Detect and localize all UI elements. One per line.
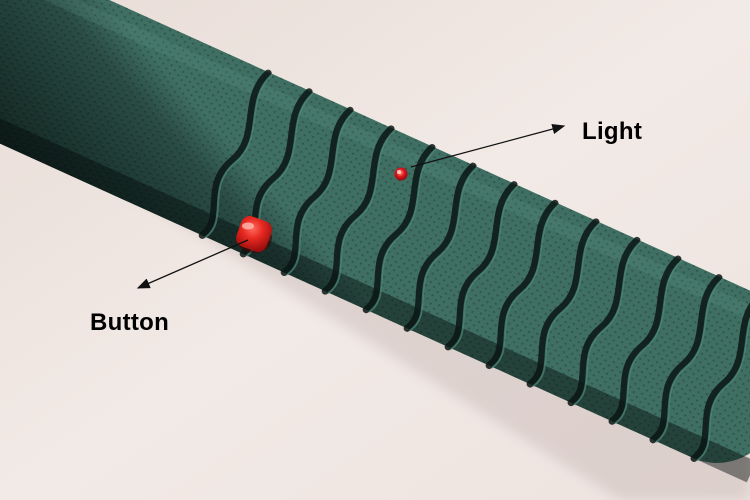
- light-arrow: [410, 124, 566, 168]
- light-label: Light: [582, 118, 643, 145]
- red-indicator-light: [394, 167, 408, 181]
- red-button: [236, 216, 272, 253]
- button-label: Button: [90, 309, 170, 336]
- button-arrow: [136, 239, 249, 289]
